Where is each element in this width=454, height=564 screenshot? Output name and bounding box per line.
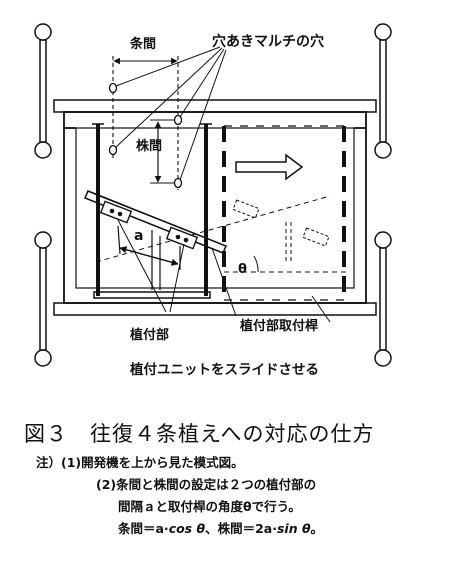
a-label: a [134,228,143,244]
plant-spacing-label: 株間 [136,138,162,154]
slide-arrow-icon [235,153,304,181]
formula-separator: 、株間＝2a· [205,521,277,536]
distance-a-arrow [117,225,181,270]
main-frame [63,111,367,304]
theta-label: θ [238,262,247,277]
slid-unit-frame [95,125,348,301]
plant-spacing-dimension [150,119,178,184]
row-spacing-dimension [112,56,179,190]
formula-sin: sin θ [276,521,311,536]
row-spacing-label: 条間 [130,36,156,52]
figure-diagram: 条間 穴あきマルチの穴 株間 a θ 植付部 植付部取付桿 植付ユニットをスライ… [34,23,392,378]
planting-unit-ghost [232,199,330,247]
mulch-hole-markers [108,82,183,189]
mount-rod-label: 植付部取付桿 [239,318,318,334]
mulch-hole-label: 穴あきマルチの穴 [212,33,324,50]
right-rail-bottom [374,231,392,367]
left-rail-bottom [34,231,52,367]
right-rail-top [374,23,392,159]
slide-note-label: 植付ユニットをスライドさせる [129,361,319,378]
unit-vertical-lines [151,230,161,290]
planting-unit-frame [92,123,212,299]
formula-cos: cos θ [168,521,206,536]
note-3: 間隔ａと取付桿の角度θで行う。 [118,499,301,514]
formula-row-spacing: 条間＝a· [118,521,169,536]
mount-rod [84,190,227,254]
note-2: (2)条間と株間の設定は２つの植付部の [96,477,317,492]
formula-end: 。 [310,521,324,536]
planting-unit-left [99,200,133,224]
formula-note: 条間＝a·cos θ、株間＝2a·sin θ。 [118,518,323,537]
note-1: 注）(1)開発機を上から見た模式図。 [36,455,244,470]
figure-caption-title: 図３ 往復４条植えへの対応の仕方 [24,422,375,446]
planting-unit-right [165,226,199,250]
left-rail-top [34,23,52,159]
planting-unit-label: 植付部 [129,327,169,343]
leader-lines [115,46,331,323]
angle-theta-arc [253,255,259,273]
